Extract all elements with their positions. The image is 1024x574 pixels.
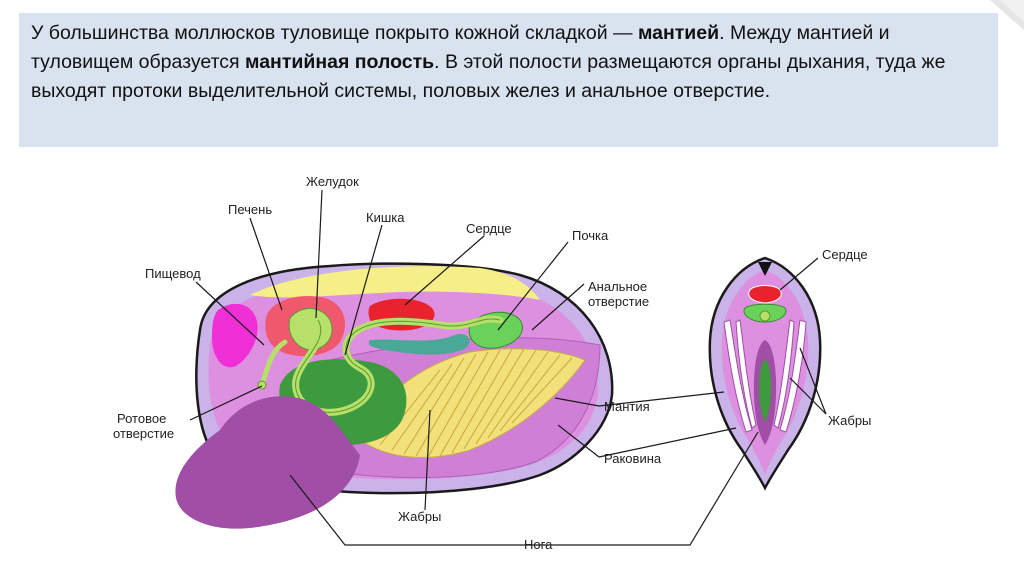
label-esophagus: Пищевод — [145, 266, 201, 281]
label-anus-line1: Анальное — [588, 279, 647, 294]
label-mantle: Мантия — [604, 399, 650, 414]
label-heart: Сердце — [466, 221, 512, 236]
mollusk-side-view — [175, 190, 612, 545]
label-intestine: Кишка — [366, 210, 405, 225]
label-kidney: Почка — [572, 228, 609, 243]
cross-intestine — [760, 311, 770, 321]
label-liver: Печень — [228, 202, 272, 217]
label-anus-line2: отверстие — [588, 294, 649, 309]
label-mouth-line1: Ротовое — [117, 411, 166, 426]
label-heart-cross: Сердце — [822, 247, 868, 262]
label-foot: Нога — [524, 537, 553, 552]
label-mouth-line2: отверстие — [113, 426, 174, 441]
label-stomach: Желудок — [306, 174, 359, 189]
label-shell: Раковина — [604, 451, 662, 466]
cross-heart — [749, 286, 781, 304]
label-gills: Жабры — [398, 509, 441, 524]
label-gills-cross: Жабры — [828, 413, 871, 428]
